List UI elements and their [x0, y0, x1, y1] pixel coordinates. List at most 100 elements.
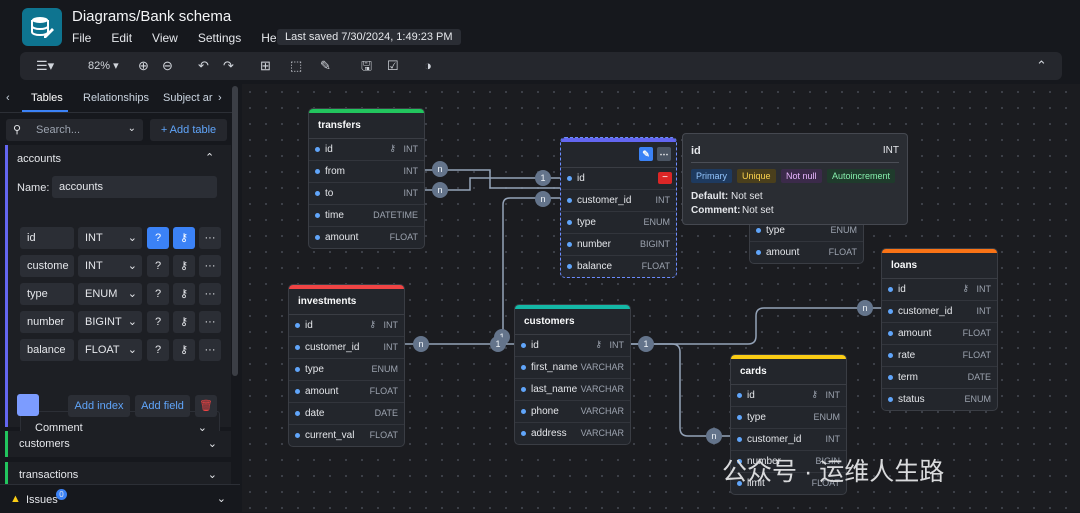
add-field-button[interactable]: Add field [135, 395, 190, 417]
tab-subject-areas[interactable]: Subject ar [163, 92, 213, 104]
field-connector-dot[interactable] [521, 387, 526, 392]
issues-panel[interactable]: ▲ Issues 0 ⌄ [0, 484, 240, 513]
menu-settings[interactable]: Settings [197, 31, 242, 45]
field-not-null-toggle[interactable]: ? [147, 339, 169, 361]
collapse-chevron-icon[interactable]: ⌃ [205, 152, 215, 164]
table-field-row[interactable]: id⚷INT [731, 385, 846, 407]
diagram-title[interactable]: Diagrams/Bank schema [72, 8, 232, 25]
tabs-scroll-left-icon[interactable]: ‹ [6, 92, 10, 104]
table-name-input[interactable]: accounts [52, 176, 217, 198]
delete-field-icon[interactable]: − [658, 172, 672, 184]
field-type-select[interactable]: ENUM⌄ [78, 283, 142, 305]
field-not-null-toggle[interactable]: ? [147, 255, 169, 277]
app-logo-icon[interactable] [22, 8, 62, 46]
field-connector-dot[interactable] [737, 459, 742, 464]
field-name-input[interactable]: id [20, 227, 74, 249]
table-field-row[interactable]: id⚷INT [289, 315, 404, 337]
field-name-input[interactable]: custome [20, 255, 74, 277]
layout-menu-icon[interactable]: ☰▾ [36, 58, 55, 73]
field-not-null-toggle[interactable]: ? [147, 227, 169, 249]
table-color-swatch[interactable] [17, 394, 39, 416]
field-connector-dot[interactable] [295, 433, 300, 438]
delete-table-icon[interactable]: 🗑 [195, 395, 217, 417]
add-table-button[interactable]: + Add table [150, 119, 227, 141]
field-primary-key-icon[interactable]: ⚷ [173, 255, 195, 277]
field-connector-dot[interactable] [315, 191, 320, 196]
field-connector-dot[interactable] [295, 389, 300, 394]
field-more-icon[interactable]: ··· [199, 255, 221, 277]
table-header[interactable]: investments [289, 285, 404, 315]
add-note-icon[interactable]: ✎ [320, 58, 331, 73]
field-connector-dot[interactable] [567, 220, 572, 225]
save-icon[interactable]: 🖫 [361, 58, 373, 73]
field-connector-dot[interactable] [888, 375, 893, 380]
field-connector-dot[interactable] [567, 176, 572, 181]
zoom-out-icon[interactable]: ⊖ [162, 58, 173, 73]
add-area-icon[interactable]: ⬚ [290, 58, 303, 73]
edit-table-icon[interactable]: ✎ [639, 147, 653, 161]
collapse-toolbar-icon[interactable]: ⌃ [1036, 58, 1047, 73]
redo-icon[interactable]: ↷ [223, 58, 234, 73]
table-editor-title[interactable]: accounts [17, 153, 62, 165]
field-connector-dot[interactable] [737, 437, 742, 442]
field-connector-dot[interactable] [315, 235, 320, 240]
table-field-row[interactable]: id− [561, 168, 676, 190]
field-connector-dot[interactable] [737, 481, 742, 486]
add-table-icon[interactable]: ⊞ [260, 58, 271, 73]
sidebar-scrollbar[interactable] [232, 86, 238, 376]
field-connector-dot[interactable] [315, 213, 320, 218]
field-more-icon[interactable]: ··· [199, 311, 221, 333]
theme-toggle-icon[interactable]: ◑ [424, 58, 432, 73]
field-connector-dot[interactable] [888, 287, 893, 292]
field-more-icon[interactable]: ··· [199, 339, 221, 361]
field-name-input[interactable]: type [20, 283, 74, 305]
table-header[interactable]: customers [515, 305, 630, 335]
field-connector-dot[interactable] [888, 309, 893, 314]
tab-relationships[interactable]: Relationships [83, 92, 150, 104]
table-field-row[interactable]: id⚷INT [882, 279, 997, 301]
field-name-input[interactable]: number [20, 311, 74, 333]
table-field-row[interactable]: id⚷INT [309, 139, 424, 161]
menu-file[interactable]: File [72, 31, 92, 45]
zoom-level[interactable]: 82% ▾ [88, 60, 119, 72]
field-connector-dot[interactable] [521, 409, 526, 414]
table-header[interactable]: transfers [309, 109, 424, 139]
field-connector-dot[interactable] [567, 264, 572, 269]
field-connector-dot[interactable] [567, 198, 572, 203]
table-header[interactable]: ✎⋯ [561, 138, 676, 168]
field-connector-dot[interactable] [888, 397, 893, 402]
field-connector-dot[interactable] [756, 250, 761, 255]
menu-view[interactable]: View [152, 31, 178, 45]
field-primary-key-icon[interactable]: ⚷ [173, 311, 195, 333]
field-primary-key-icon[interactable]: ⚷ [173, 283, 195, 305]
table-more-icon[interactable]: ⋯ [657, 147, 671, 161]
todo-icon[interactable]: ☑ [387, 58, 399, 73]
field-not-null-toggle[interactable]: ? [147, 311, 169, 333]
field-connector-dot[interactable] [315, 169, 320, 174]
field-connector-dot[interactable] [295, 345, 300, 350]
field-type-select[interactable]: FLOAT⌄ [78, 339, 142, 361]
